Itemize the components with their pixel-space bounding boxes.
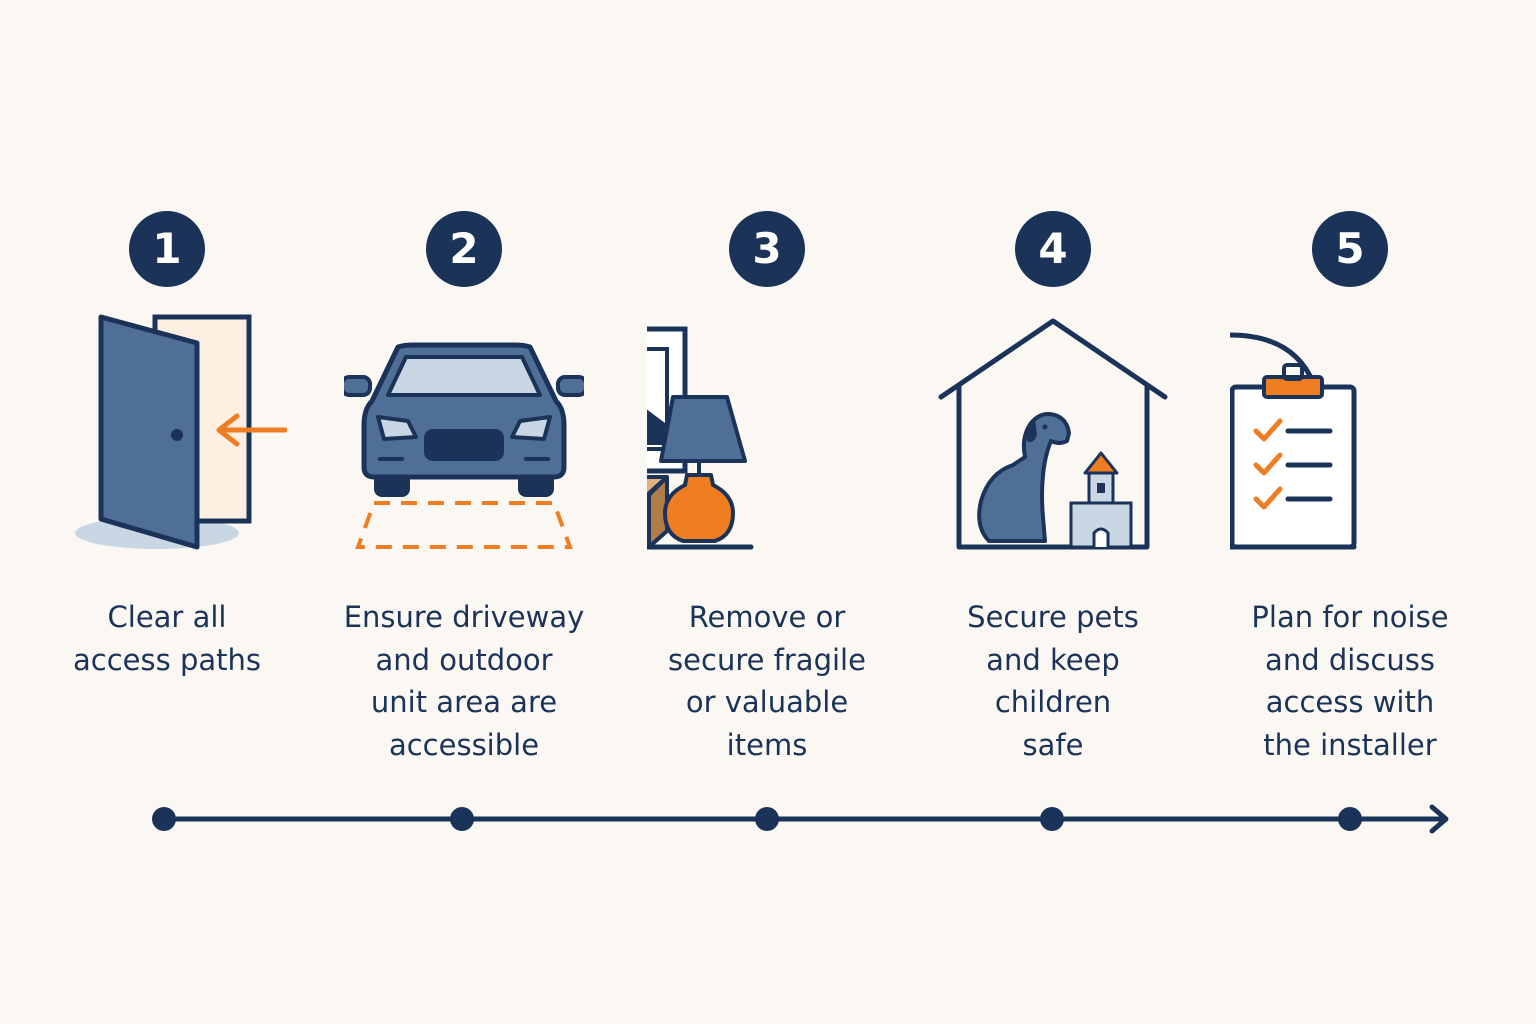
timeline-dot xyxy=(450,807,474,831)
step-3: 3 Remove or secure fragile or valuable i… xyxy=(548,0,917,780)
headset-clipboard-icon xyxy=(1117,305,1470,565)
car-driveway-icon xyxy=(340,305,588,565)
timeline-dot xyxy=(1338,807,1362,831)
step-number-badge: 4 xyxy=(1015,211,1091,287)
door-arrow-icon xyxy=(47,305,288,565)
timeline-dot xyxy=(1040,807,1064,831)
step-2: 2 Ensure driveway and outdoor unit area … xyxy=(314,0,614,780)
step-number-badge: 2 xyxy=(426,211,502,287)
timeline-dot xyxy=(152,807,176,831)
step-number-badge: 5 xyxy=(1312,211,1388,287)
step-label: Ensure driveway and outdoor unit area ar… xyxy=(343,600,585,762)
step-number-badge: 1 xyxy=(129,211,205,287)
step-label: Remove or secure fragile or valuable ite… xyxy=(668,600,866,762)
timeline-arrowhead xyxy=(1429,804,1449,834)
step-label: Clear all access paths xyxy=(73,600,261,677)
step-label: Plan for noise and discuss access with t… xyxy=(1251,600,1449,762)
step-label: Secure pets and keep children safe xyxy=(967,600,1139,762)
step-4: 4 Secure pets and keep children safe xyxy=(903,0,1203,780)
step-1: 1 Clear all access paths xyxy=(17,0,317,780)
house-pet-icon xyxy=(933,305,1173,565)
fragile-items-icon xyxy=(548,305,887,565)
step-5: 5 Plan for noise and discuss access with… xyxy=(1117,0,1500,780)
step-number-badge: 3 xyxy=(729,211,805,287)
timeline-dot xyxy=(755,807,779,831)
